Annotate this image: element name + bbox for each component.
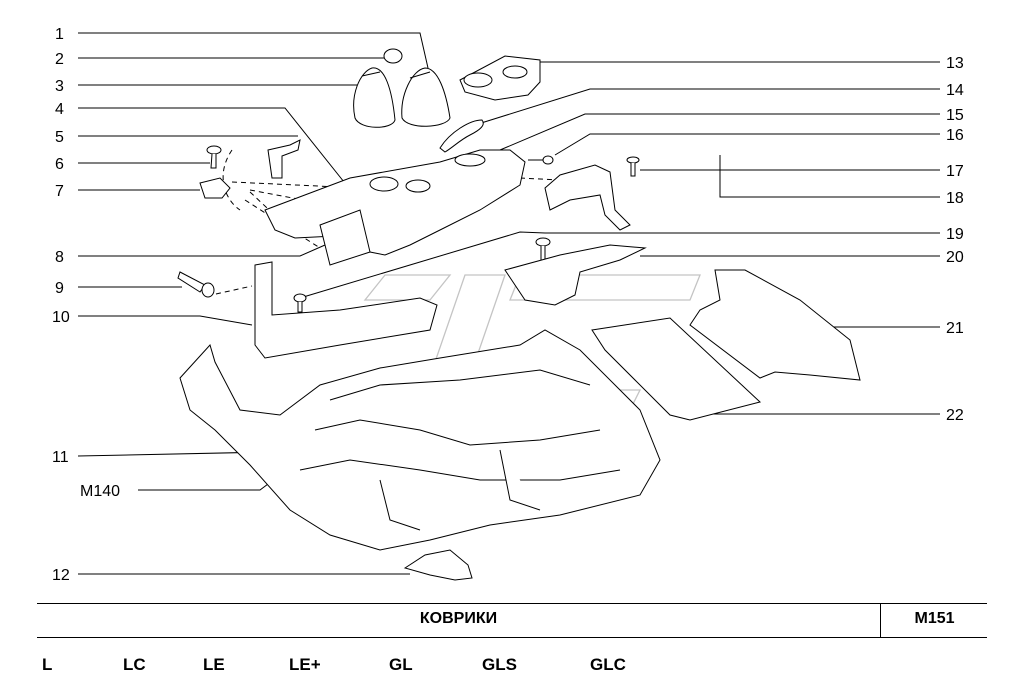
callout-14: 14 bbox=[946, 82, 964, 99]
title-divider bbox=[880, 604, 881, 637]
page-code: M151 bbox=[914, 610, 955, 627]
leader-lines bbox=[77, 32, 940, 575]
trim-le: LE bbox=[203, 655, 225, 674]
screws bbox=[293, 155, 640, 313]
callout-19: 19 bbox=[946, 226, 964, 243]
sill-trim-10 bbox=[254, 261, 438, 359]
callout-15: 15 bbox=[946, 107, 964, 124]
callouts-left: 1 2 3 4 5 6 7 8 9 10 11 M140 12 bbox=[52, 26, 120, 584]
callout-20: 20 bbox=[946, 249, 964, 266]
callout-12: 12 bbox=[52, 567, 70, 584]
trim-20 bbox=[504, 244, 647, 306]
cup-holder-tray bbox=[459, 55, 541, 101]
callout-7: 7 bbox=[55, 183, 64, 200]
clip-7 bbox=[199, 177, 231, 199]
ring-clip bbox=[383, 48, 403, 64]
callout-1: 1 bbox=[55, 26, 64, 43]
rear-mat-21 bbox=[689, 269, 861, 381]
callout-16: 16 bbox=[946, 127, 964, 144]
callout-6: 6 bbox=[55, 156, 64, 173]
callout-10: 10 bbox=[52, 309, 70, 326]
title-bar: КОВРИКИ M151 bbox=[37, 603, 987, 638]
callout-9: 9 bbox=[55, 280, 64, 297]
insert-pad bbox=[439, 119, 484, 153]
callout-4: 4 bbox=[55, 101, 64, 118]
callout-18: 18 bbox=[946, 190, 964, 207]
trim-glc: GLC bbox=[590, 655, 626, 674]
parts-diagram: 1 2 3 4 5 6 7 8 9 10 11 M140 12 13 14 15… bbox=[52, 26, 964, 584]
trim-gls: GLS bbox=[482, 655, 517, 674]
bracket-5 bbox=[267, 139, 301, 179]
callout-13: 13 bbox=[946, 55, 964, 72]
floor-carpet-11 bbox=[179, 329, 661, 551]
callout-m140: M140 bbox=[80, 483, 120, 500]
bracket-18 bbox=[544, 164, 631, 231]
callouts-right: 13 14 15 16 17 18 19 20 21 22 bbox=[946, 55, 964, 424]
trim-gl: GL bbox=[389, 655, 413, 674]
callout-2: 2 bbox=[55, 51, 64, 68]
callout-8: 8 bbox=[55, 249, 64, 266]
callout-5: 5 bbox=[55, 129, 64, 146]
trim-l: L bbox=[42, 655, 53, 674]
screw-9 bbox=[177, 271, 215, 298]
callout-11: 11 bbox=[52, 449, 69, 466]
trim-lc: LC bbox=[123, 655, 146, 674]
callout-22: 22 bbox=[946, 407, 964, 424]
callout-3: 3 bbox=[55, 78, 64, 95]
part-12 bbox=[403, 549, 473, 581]
trim-le-plus: LE+ bbox=[289, 655, 321, 674]
callout-17: 17 bbox=[946, 163, 964, 180]
page-title: КОВРИКИ bbox=[419, 610, 498, 627]
gear-boots bbox=[353, 67, 451, 128]
callout-21: 21 bbox=[946, 320, 964, 337]
rear-floor-mat-22 bbox=[591, 317, 762, 421]
screw-6 bbox=[206, 145, 222, 169]
center-console bbox=[264, 149, 526, 266]
